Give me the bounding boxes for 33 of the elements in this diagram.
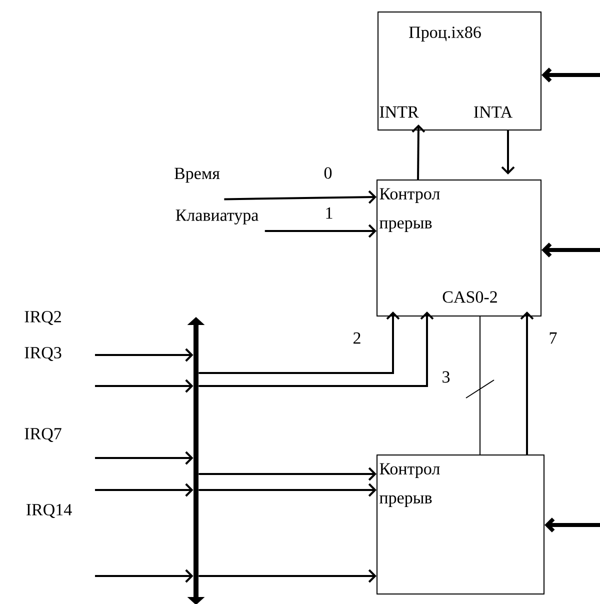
controller-box: Контрол прерыв CAS0-2 xyxy=(376,180,542,316)
controller-box: Контрол прерыв xyxy=(376,454,544,594)
arrow xyxy=(520,312,534,454)
signal-label: IRQ2 xyxy=(24,311,61,326)
arrow xyxy=(542,68,600,82)
arrow xyxy=(95,569,194,583)
edge-label: 3 xyxy=(440,370,452,384)
processor-box: Проц.ix86 INTR INTA xyxy=(378,12,542,130)
arrow xyxy=(198,569,376,583)
source-label: Клавиатура xyxy=(176,210,258,224)
arrow xyxy=(198,483,376,497)
arrow xyxy=(95,451,194,465)
source-label: Время xyxy=(174,168,220,183)
arrow xyxy=(198,467,376,481)
edge-label: 1 xyxy=(324,206,334,220)
arrow xyxy=(95,348,194,362)
signal-label: IRQ14 xyxy=(26,504,72,518)
arrow xyxy=(198,312,400,374)
bus-bar xyxy=(187,317,205,604)
arrow xyxy=(224,190,376,204)
edge-label: 0 xyxy=(322,166,334,180)
arrow xyxy=(95,379,194,393)
signal-label: IRQ7 xyxy=(24,428,62,442)
arrow xyxy=(412,124,426,180)
signal-label: IRQ3 xyxy=(24,347,62,362)
arrow xyxy=(544,518,600,532)
arrow xyxy=(542,242,600,258)
edge-label: 7 xyxy=(548,331,558,345)
edge-label: 2 xyxy=(352,331,362,345)
arrow xyxy=(264,224,376,238)
arrow xyxy=(501,130,515,174)
arrow xyxy=(95,483,194,497)
arrow xyxy=(198,312,434,387)
